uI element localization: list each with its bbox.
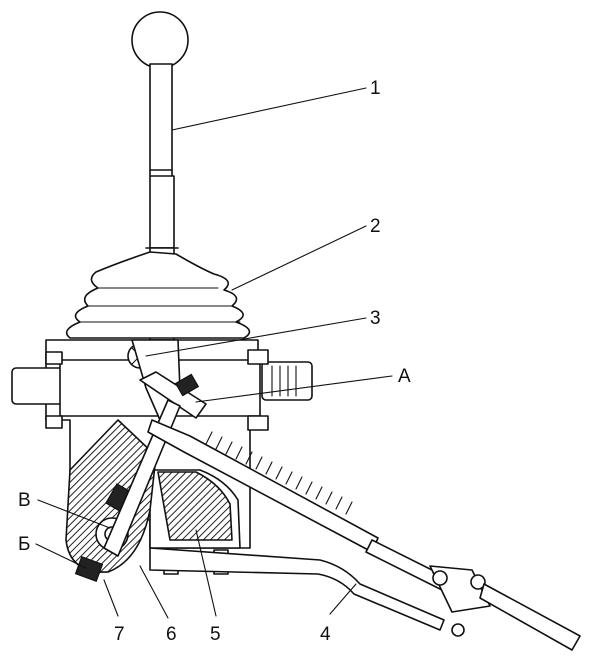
callout-5: 5 xyxy=(210,624,221,645)
cable-assembly xyxy=(147,419,581,651)
lower-bracket xyxy=(149,469,241,575)
leader-5 xyxy=(195,529,217,617)
leader-3 xyxy=(145,317,367,357)
leader-lines xyxy=(35,87,393,619)
leader-6 xyxy=(139,565,169,619)
leader-a xyxy=(195,375,393,403)
leader-2 xyxy=(231,225,367,291)
leader-b xyxy=(35,543,87,569)
callout-3: 3 xyxy=(370,308,381,329)
callout-7: 7 xyxy=(114,624,125,645)
callout-a: А xyxy=(398,366,411,387)
lever-knob xyxy=(131,11,189,69)
leader-v xyxy=(37,499,111,529)
leader-4 xyxy=(329,583,357,615)
leader-7 xyxy=(103,579,119,617)
rubber-boot xyxy=(65,251,251,339)
callout-v: В xyxy=(18,490,31,511)
leader-1 xyxy=(171,87,367,131)
callout-labels: 1 2 3 А В Б 7 6 5 4 xyxy=(18,78,411,645)
callout-2: 2 xyxy=(370,216,381,237)
callout-b: Б xyxy=(18,534,30,555)
callout-4: 4 xyxy=(320,624,331,645)
callout-6: 6 xyxy=(166,624,177,645)
callout-1: 1 xyxy=(370,78,381,99)
